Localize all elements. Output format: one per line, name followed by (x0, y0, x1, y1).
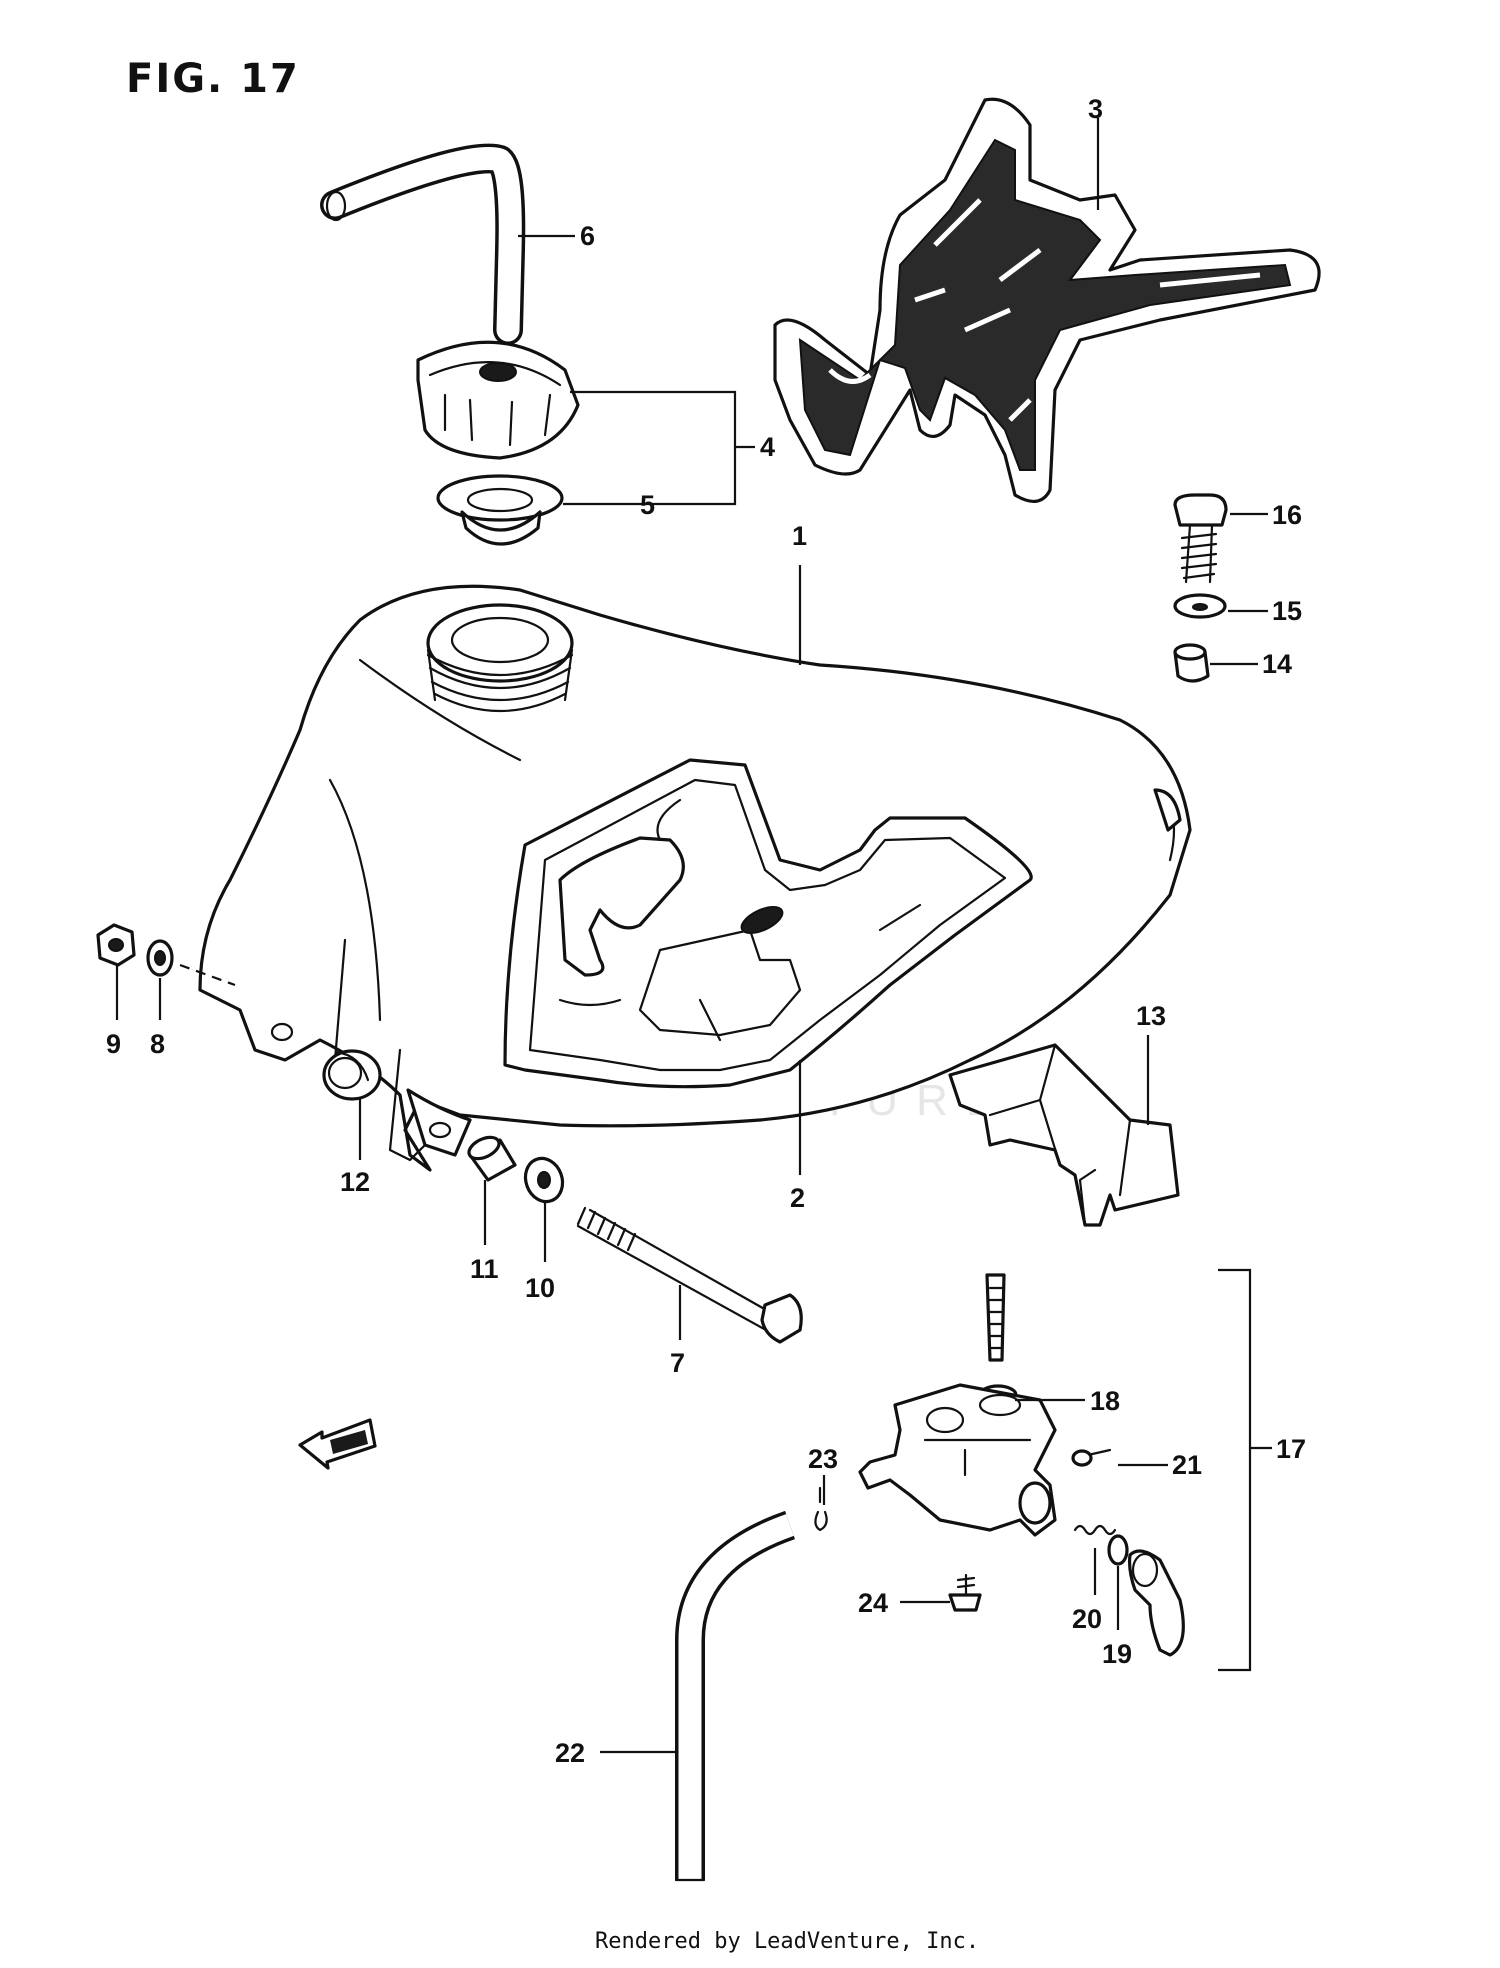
nut-alignment-line (179, 963, 236, 987)
leader-lines (115, 118, 1272, 1754)
callout-13: 13 (1136, 1001, 1166, 1031)
bolt-7 (576, 1206, 803, 1344)
collar-14 (1173, 643, 1210, 683)
callout-9: 9 (106, 1029, 121, 1059)
callout-16: 16 (1272, 500, 1302, 530)
fuel-hose (674, 1510, 796, 1882)
callout-21: 21 (1172, 1450, 1202, 1480)
callout-8: 8 (150, 1029, 165, 1059)
washer-10 (523, 1156, 565, 1204)
callout-6: 6 (580, 221, 595, 251)
bolt-16 (1173, 493, 1228, 584)
callout-20: 20 (1072, 1604, 1102, 1634)
callout-2: 2 (790, 1183, 805, 1213)
callout-7: 7 (670, 1348, 685, 1378)
callout-14: 14 (1262, 649, 1292, 679)
callout-22: 22 (555, 1738, 585, 1768)
callout-11: 11 (470, 1254, 499, 1284)
callout-18: 18 (1090, 1386, 1120, 1416)
callout-10: 10 (525, 1273, 555, 1303)
callout-15: 15 (1272, 596, 1302, 626)
callout-4: 4 (760, 432, 775, 462)
cap-gasket (436, 474, 564, 546)
fuel-cock-assembly (814, 1273, 1185, 1657)
callout-17: 17 (1276, 1434, 1306, 1464)
collar-11 (467, 1135, 517, 1182)
callout-3: 3 (1088, 94, 1103, 124)
bracket-13 (948, 1043, 1180, 1227)
callout-12: 12 (340, 1167, 370, 1197)
figure-title: FIG. 17 (126, 56, 300, 102)
callout-23: 23 (808, 1444, 838, 1474)
footer-credit: Rendered by LeadVenture, Inc. (595, 1929, 979, 1954)
callout-24: 24 (858, 1588, 888, 1618)
washer-8 (146, 939, 174, 977)
fuel-cap (416, 340, 580, 460)
callout-19: 19 (1102, 1639, 1132, 1669)
tank-side-decal (503, 758, 1033, 1089)
grommet-12 (322, 1049, 382, 1101)
tank-emblem-decal (773, 97, 1321, 503)
callout-5: 5 (640, 490, 655, 520)
callout-numbers: 6 4 5 3 1 2 16 15 14 13 9 8 12 11 10 7 1… (106, 94, 1306, 1768)
callout-1: 1 (792, 521, 807, 551)
breather-hose (320, 143, 526, 345)
front-direction-arrow-icon (298, 1418, 377, 1470)
washer-15 (1173, 593, 1227, 619)
nut-9 (96, 923, 136, 967)
